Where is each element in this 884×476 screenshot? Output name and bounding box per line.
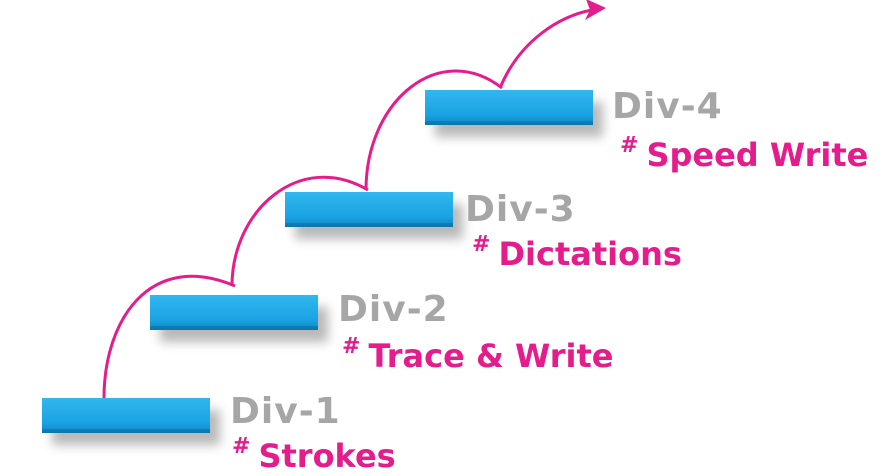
hash-icon: # [342,334,361,359]
hop-arc-1 [102,274,236,399]
division-label-3: Div-3 [465,189,576,230]
hop-arc-2 [230,175,369,287]
step-bar-div-1 [42,398,210,433]
activity-label-1: # Strokes [232,434,396,476]
step-bar-div-3 [285,192,453,227]
division-label-1: Div-1 [230,391,341,432]
step-bar-div-2 [150,295,318,330]
hop-arc-4 [498,8,593,89]
arrow-head-icon [585,0,606,20]
activity-text-3: Dictations [498,235,682,273]
activity-label-2: # Trace & Write [342,334,613,376]
division-label-4: Div-4 [612,86,723,127]
activity-text-4: Speed Write [646,136,869,174]
activity-label-3: # Dictations [472,232,682,274]
hop-arc-3 [364,69,503,191]
hash-icon: # [472,232,491,257]
activity-text-1: Strokes [258,437,396,475]
activity-label-4: # Speed Write [620,133,868,175]
division-label-2: Div-2 [338,289,449,330]
activity-text-2: Trace & Write [368,337,614,375]
step-bar-div-4 [425,90,593,125]
hash-icon: # [232,434,251,459]
hash-icon: # [620,133,639,158]
